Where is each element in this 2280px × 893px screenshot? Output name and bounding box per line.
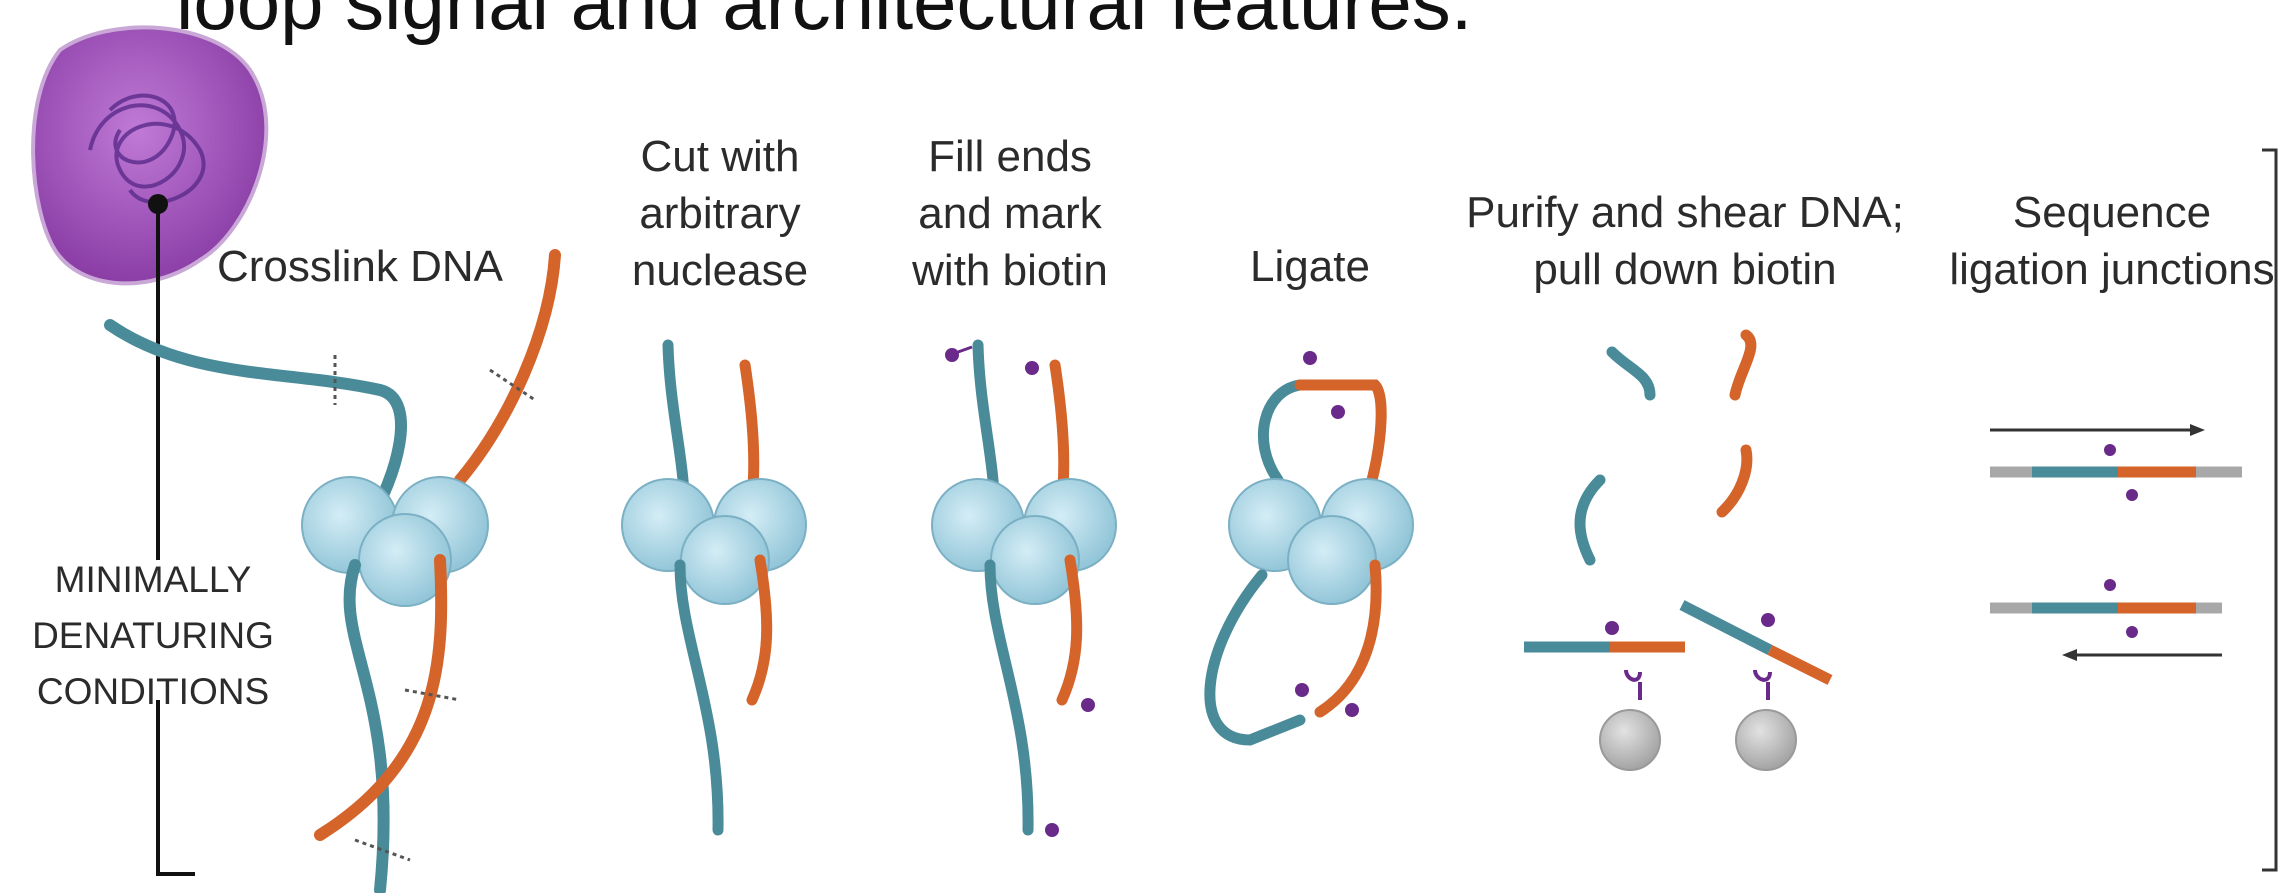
biotin-marker xyxy=(1081,698,1095,712)
cut-nuclease-graphic xyxy=(622,345,806,830)
nucleus-cell xyxy=(33,27,266,874)
ligate-graphic xyxy=(1210,351,1413,740)
biotin-marker xyxy=(2126,626,2138,638)
biotin-marker xyxy=(1761,613,1775,627)
biotin-marker xyxy=(2104,444,2116,456)
sequence-junctions-graphic xyxy=(1990,150,2276,870)
biotin-marker xyxy=(1331,405,1345,419)
biotin-marker xyxy=(2126,489,2138,501)
biotin-marker xyxy=(1605,621,1619,635)
arrow-left-icon xyxy=(2062,649,2077,661)
fill-biotin-graphic xyxy=(932,345,1116,837)
biotin-marker xyxy=(1303,351,1317,365)
bead xyxy=(1600,710,1660,770)
biotin-marker xyxy=(1025,361,1039,375)
dna-fragment xyxy=(1682,605,1770,650)
biotin-marker xyxy=(2104,579,2116,591)
arrow-right-icon xyxy=(2190,424,2205,436)
streptavidin-icon xyxy=(1626,670,1640,700)
streptavidin-icon xyxy=(1755,670,1770,700)
biotin-marker xyxy=(1045,823,1059,837)
purify-pulldown-graphic xyxy=(1524,335,1830,770)
biotin-marker xyxy=(1295,683,1309,697)
biotin-marker xyxy=(945,348,959,362)
crosslink-dna-graphic xyxy=(110,255,555,890)
biotin-marker xyxy=(1345,703,1359,717)
bracket-right xyxy=(2262,150,2276,870)
bead xyxy=(1736,710,1796,770)
